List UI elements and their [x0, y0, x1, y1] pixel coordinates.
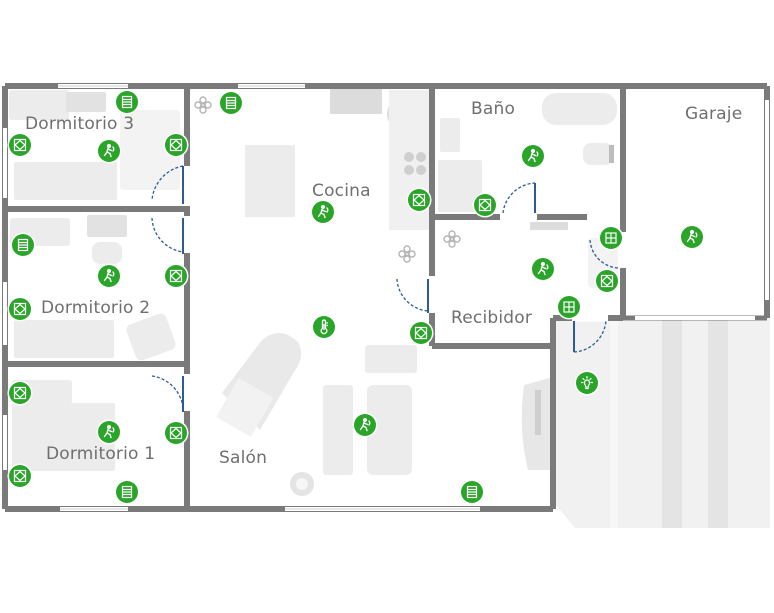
window-sensor-icon — [13, 302, 27, 316]
motion-sensor-device[interactable] — [532, 258, 554, 280]
blind-device[interactable] — [220, 92, 242, 114]
window-sensor-device[interactable] — [165, 134, 187, 156]
window-lines — [58, 85, 480, 510]
motion-icon — [103, 424, 115, 439]
flower-sensor-icon — [398, 245, 416, 263]
doors — [151, 165, 627, 412]
keypad-device[interactable] — [600, 227, 622, 249]
motion-icon — [103, 143, 115, 158]
light-device[interactable] — [576, 372, 598, 394]
motion-icon — [103, 268, 115, 283]
motion-sensor-device[interactable] — [98, 421, 120, 443]
blind-device[interactable] — [116, 481, 138, 503]
motion-sensor-device[interactable] — [312, 201, 334, 223]
room-label-dormitorio-2: Dormitorio 2 — [41, 298, 151, 318]
window-sensor-device[interactable] — [9, 134, 31, 156]
window-sensor-icon — [412, 193, 426, 207]
room-label-dormitorio-3: Dormitorio 3 — [25, 114, 135, 134]
motion-icon — [317, 204, 329, 219]
room-label-recibidor: Recibidor — [451, 308, 533, 328]
blind-device[interactable] — [461, 481, 483, 503]
blind-icon — [121, 95, 133, 109]
window-sensor-device[interactable] — [165, 422, 187, 444]
motion-sensor-device[interactable] — [354, 414, 376, 436]
window-sensor-icon — [169, 426, 183, 440]
light-bulb-icon — [580, 375, 594, 390]
motion-sensor-device[interactable] — [98, 140, 120, 162]
furniture — [9, 89, 618, 496]
room-label-cocina: Cocina — [312, 181, 371, 201]
window-sensor-icon — [600, 274, 614, 288]
window-sensor-device[interactable] — [9, 382, 31, 404]
window-sensor-device[interactable] — [9, 298, 31, 320]
window-sensor-device[interactable] — [408, 189, 430, 211]
driveway — [556, 318, 770, 528]
blind-device[interactable] — [12, 234, 34, 256]
window-sensor-icon — [478, 198, 492, 212]
motion-sensor-device[interactable] — [98, 265, 120, 287]
grid-panel-icon — [563, 301, 575, 313]
motion-sensor-device[interactable] — [681, 226, 703, 248]
blind-icon — [225, 96, 237, 110]
blind-device[interactable] — [116, 91, 138, 113]
window-sensor-device[interactable] — [9, 465, 31, 487]
room-label-bano: Baño — [471, 99, 516, 119]
window-sensor-icon — [13, 138, 27, 152]
window-sensor-device[interactable] — [474, 194, 496, 216]
blind-icon — [17, 238, 29, 252]
keypad-device[interactable] — [558, 296, 580, 318]
window-sensor-device[interactable] — [596, 270, 618, 292]
blind-icon — [121, 485, 133, 499]
motion-icon — [527, 148, 539, 163]
flower-sensor-icon — [194, 96, 212, 114]
motion-sensor-device[interactable] — [522, 145, 544, 167]
motion-icon — [537, 261, 549, 276]
room-label-garaje: Garaje — [685, 104, 743, 124]
window-sensor-icon — [169, 138, 183, 152]
room-label-salon: Salón — [219, 448, 268, 468]
window-sensor-icon — [414, 326, 428, 340]
flower-sensor-icon — [443, 230, 461, 248]
motion-icon — [359, 417, 371, 432]
window-sensor-icon — [169, 269, 183, 283]
window-sensor-icon — [13, 469, 27, 483]
thermostat-device[interactable] — [313, 316, 335, 338]
motion-icon — [686, 229, 698, 244]
blind-icon — [466, 485, 478, 499]
window-sensor-device[interactable] — [410, 322, 432, 344]
room-label-dormitorio-1: Dormitorio 1 — [46, 444, 156, 464]
window-sensor-icon — [13, 386, 27, 400]
grid-panel-icon — [605, 232, 617, 244]
thermometer-icon — [320, 319, 328, 335]
window-sensor-device[interactable] — [165, 265, 187, 287]
